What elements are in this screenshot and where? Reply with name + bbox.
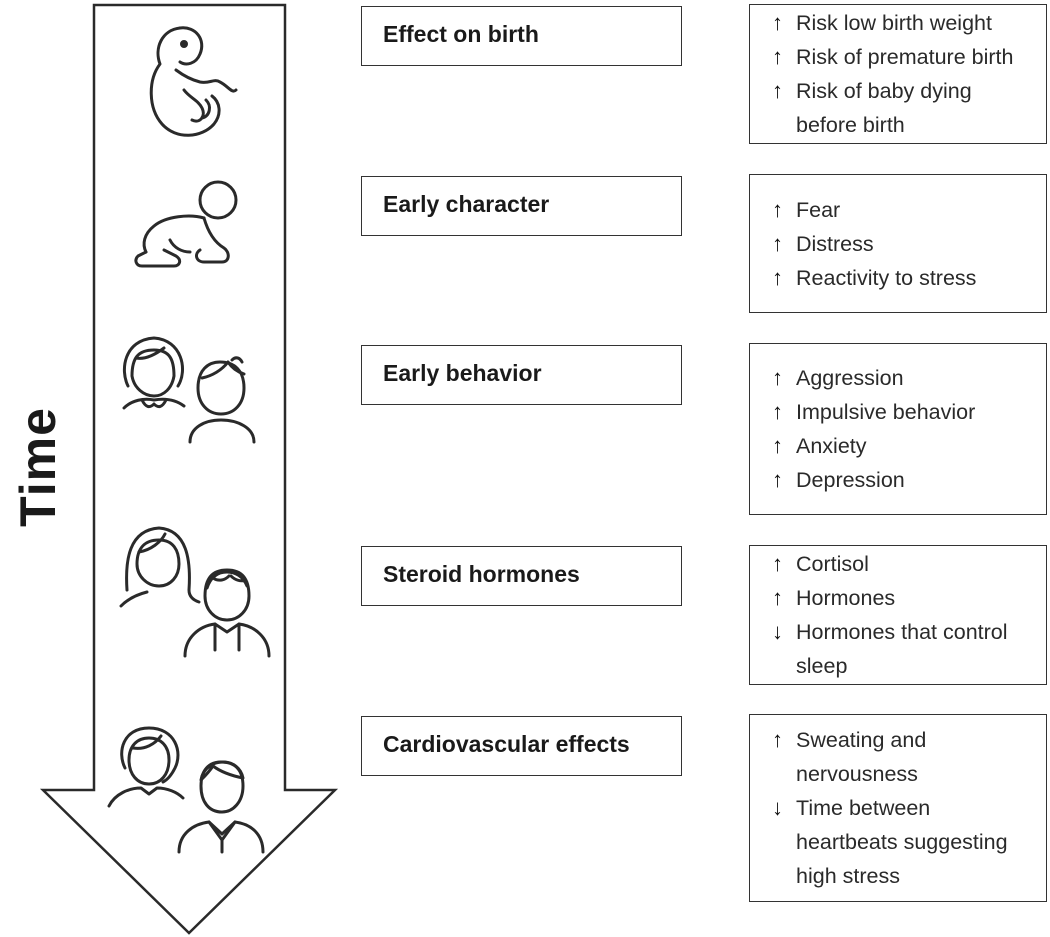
effects-box-steroid-hormones: ↑ Cortisol ↑ Hormones ↓ Hormones that co… [749,545,1047,685]
effect-item: ↑ Reactivity to stress [772,261,1042,295]
effect-text: Sweating and [796,728,927,752]
effect-item: ↑ Anxiety [772,429,1042,463]
effects-box-cardiovascular-effects: ↑ Sweating and nervousness ↓ Time betwee… [749,714,1047,902]
down-arrow-icon: ↓ [772,619,783,644]
up-arrow-icon: ↑ [772,551,783,576]
teenagers-icon [119,526,271,658]
effect-text-continued: before birth [796,113,905,137]
effects-box-effect-on-birth: ↑ Risk low birth weight ↑ Risk of premat… [749,4,1047,144]
effect-text: Reactivity to stress [796,265,977,290]
category-label: Steroid hormones [383,560,580,587]
down-arrow-icon: ↓ [772,795,783,820]
effect-item: ↑ Distress [772,227,1042,261]
effect-text: Fear [796,197,841,222]
effect-text-continued: heartbeats suggesting [796,830,1008,854]
up-arrow-icon: ↑ [772,365,783,390]
adults-icon [107,726,265,854]
category-label: Cardiovascular effects [383,730,630,757]
effect-item: ↑ Risk low birth weight [772,6,1042,40]
up-arrow-icon: ↑ [772,196,783,222]
up-arrow-icon: ↑ [772,44,783,69]
effect-item: ↑ Sweating and nervousness [772,723,1042,791]
effect-text: Anxiety [796,434,867,458]
effect-text: Depression [796,468,905,492]
effect-text-continued: sleep [796,654,848,678]
effect-text: Hormones [796,586,896,610]
up-arrow-icon: ↑ [772,10,783,35]
effect-text-continued: nervousness [796,762,918,786]
category-box-effect-on-birth: Effect on birth [361,6,682,66]
effect-text: Cortisol [796,552,869,576]
up-arrow-icon: ↑ [772,467,783,492]
effect-text: Impulsive behavior [796,400,976,424]
effect-text: Distress [796,231,874,256]
category-label: Effect on birth [383,20,539,47]
effects-box-early-behavior: ↑ Aggression ↑ Impulsive behavior ↑ Anxi… [749,343,1047,515]
up-arrow-icon: ↑ [772,727,783,752]
up-arrow-icon: ↑ [772,433,783,458]
effect-item: ↑ Fear [772,193,1042,227]
effect-text: Risk low birth weight [796,11,992,35]
category-label: Early behavior [383,359,542,386]
effect-item: ↓ Time between heartbeats suggesting hig… [772,791,1042,893]
effect-item: ↑ Risk of premature birth [772,40,1042,74]
effect-text: Risk of baby dying [796,79,972,103]
up-arrow-icon: ↑ [772,399,783,424]
fetus-icon [149,26,238,137]
effect-item: ↑ Risk of baby dying before birth [772,74,1042,142]
effect-item: ↓ Hormones that control sleep [772,615,1042,683]
children-icon [122,336,256,444]
time-arrow [39,3,339,935]
category-label: Early character [383,190,550,217]
effect-text: Aggression [796,366,904,390]
crawling-baby-icon [134,180,238,268]
effect-item: ↑ Depression [772,463,1042,497]
effect-item: ↑ Hormones [772,581,1042,615]
up-arrow-icon: ↑ [772,585,783,610]
up-arrow-icon: ↑ [772,230,783,256]
category-box-early-character: Early character [361,176,682,236]
effects-box-early-character: ↑ Fear ↑ Distress ↑ Reactivity to stress [749,174,1047,313]
effect-text-continued: high stress [796,864,900,888]
effect-text: Hormones that control [796,620,1008,644]
effect-item: ↑ Cortisol [772,547,1042,581]
effect-item: ↑ Aggression [772,361,1042,395]
effect-item: ↑ Impulsive behavior [772,395,1042,429]
up-arrow-icon: ↑ [772,78,783,103]
effect-text: Risk of premature birth [796,45,1014,69]
effect-text: Time between [796,796,931,820]
category-box-cardiovascular-effects: Cardiovascular effects [361,716,682,776]
category-box-early-behavior: Early behavior [361,345,682,405]
up-arrow-icon: ↑ [772,264,783,290]
category-box-steroid-hormones: Steroid hormones [361,546,682,606]
